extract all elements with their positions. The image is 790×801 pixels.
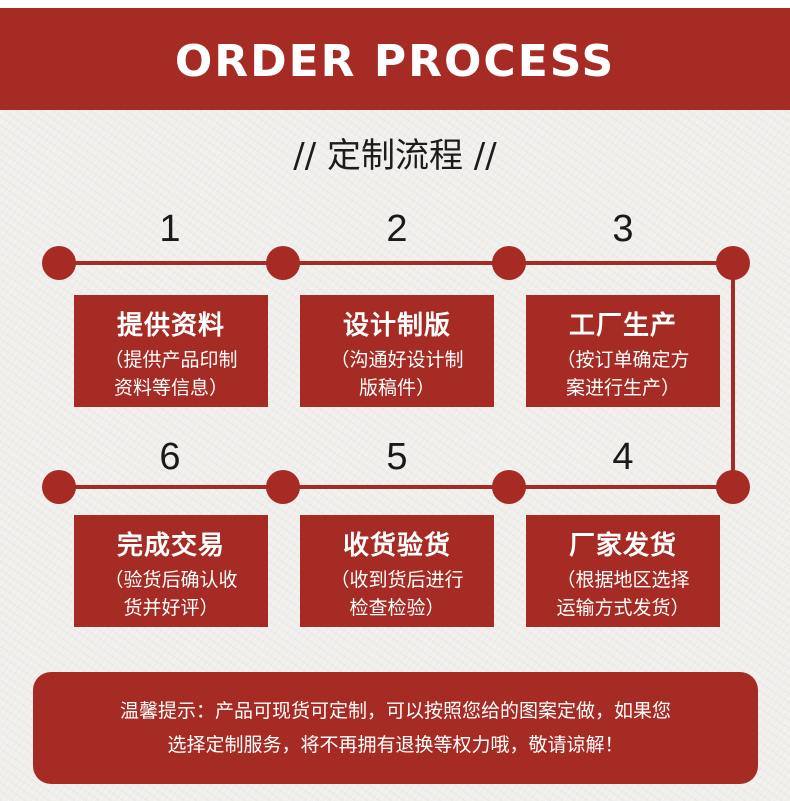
notice-line-1: 温馨提示：产品可现货可定制，可以按照您给的图案定做，如果您 bbox=[119, 700, 671, 722]
step-description-line: （提供产品印制 bbox=[104, 349, 238, 371]
step-number-3: 3 bbox=[612, 208, 634, 250]
timeline-line-bottom bbox=[59, 485, 734, 489]
section-subtitle: // 定制流程 // bbox=[293, 136, 497, 176]
notice-line-2: 选择定制服务，将不再拥有退换等权力哦，敬请谅解！ bbox=[167, 734, 624, 756]
step-number-5: 5 bbox=[386, 436, 408, 478]
timeline-dot bbox=[492, 470, 526, 504]
timeline-dot bbox=[42, 470, 76, 504]
step-description: （提供产品印制 资料等信息） bbox=[81, 346, 261, 402]
step-title: 完成交易 bbox=[116, 531, 225, 561]
step-title: 工厂生产 bbox=[568, 311, 677, 341]
step-description-line: （沟通好设计制 bbox=[330, 349, 464, 371]
step-description: （验货后确认收 货并好评） bbox=[81, 566, 261, 622]
step-number-1: 1 bbox=[159, 208, 181, 250]
step-card-4: 厂家发货 （根据地区选择 运输方式发货） bbox=[526, 515, 720, 627]
step-description-line: （按订单确定方 bbox=[556, 349, 690, 371]
step-description: （根据地区选择 运输方式发货） bbox=[533, 566, 713, 622]
timeline-dot bbox=[266, 470, 300, 504]
step-description-line: （根据地区选择 bbox=[556, 569, 690, 591]
step-number-4: 4 bbox=[612, 436, 634, 478]
step-title: 提供资料 bbox=[116, 311, 225, 341]
step-title: 设计制版 bbox=[342, 311, 451, 341]
step-card-6: 完成交易 （验货后确认收 货并好评） bbox=[74, 515, 268, 627]
timeline-dot bbox=[716, 470, 750, 504]
timeline-line-connector bbox=[731, 263, 735, 487]
step-description: （收到货后进行 检查检验） bbox=[307, 566, 487, 622]
timeline-dot bbox=[716, 246, 750, 280]
notice-box: 温馨提示：产品可现货可定制，可以按照您给的图案定做，如果您 选择定制服务，将不再… bbox=[33, 672, 758, 784]
step-description-line: 版稿件） bbox=[358, 377, 435, 399]
step-card-1: 提供资料 （提供产品印制 资料等信息） bbox=[74, 295, 268, 407]
step-description-line: 货并好评） bbox=[123, 597, 219, 619]
step-description-line: （验货后确认收 bbox=[104, 569, 238, 591]
step-description-line: 运输方式发货） bbox=[556, 597, 690, 619]
header-bar: ORDER PROCESS bbox=[0, 8, 790, 110]
step-card-5: 收货验货 （收到货后进行 检查检验） bbox=[300, 515, 494, 627]
timeline-dot bbox=[492, 246, 526, 280]
step-description-line: 检查检验） bbox=[349, 597, 445, 619]
step-description-line: 资料等信息） bbox=[113, 377, 228, 399]
step-number-2: 2 bbox=[386, 208, 408, 250]
step-description: （按订单确定方 案进行生产） bbox=[533, 346, 713, 402]
step-number-6: 6 bbox=[159, 436, 181, 478]
page-title: ORDER PROCESS bbox=[174, 35, 616, 87]
step-description-line: 案进行生产） bbox=[565, 377, 680, 399]
timeline-line-top bbox=[59, 261, 734, 265]
step-title: 收货验货 bbox=[342, 531, 451, 561]
step-card-3: 工厂生产 （按订单确定方 案进行生产） bbox=[526, 295, 720, 407]
step-title: 厂家发货 bbox=[568, 531, 677, 561]
step-description: （沟通好设计制 版稿件） bbox=[307, 346, 487, 402]
timeline-dot bbox=[42, 246, 76, 280]
timeline-dot bbox=[266, 246, 300, 280]
step-description-line: （收到货后进行 bbox=[330, 569, 464, 591]
step-card-2: 设计制版 （沟通好设计制 版稿件） bbox=[300, 295, 494, 407]
top-strip bbox=[0, 0, 790, 8]
